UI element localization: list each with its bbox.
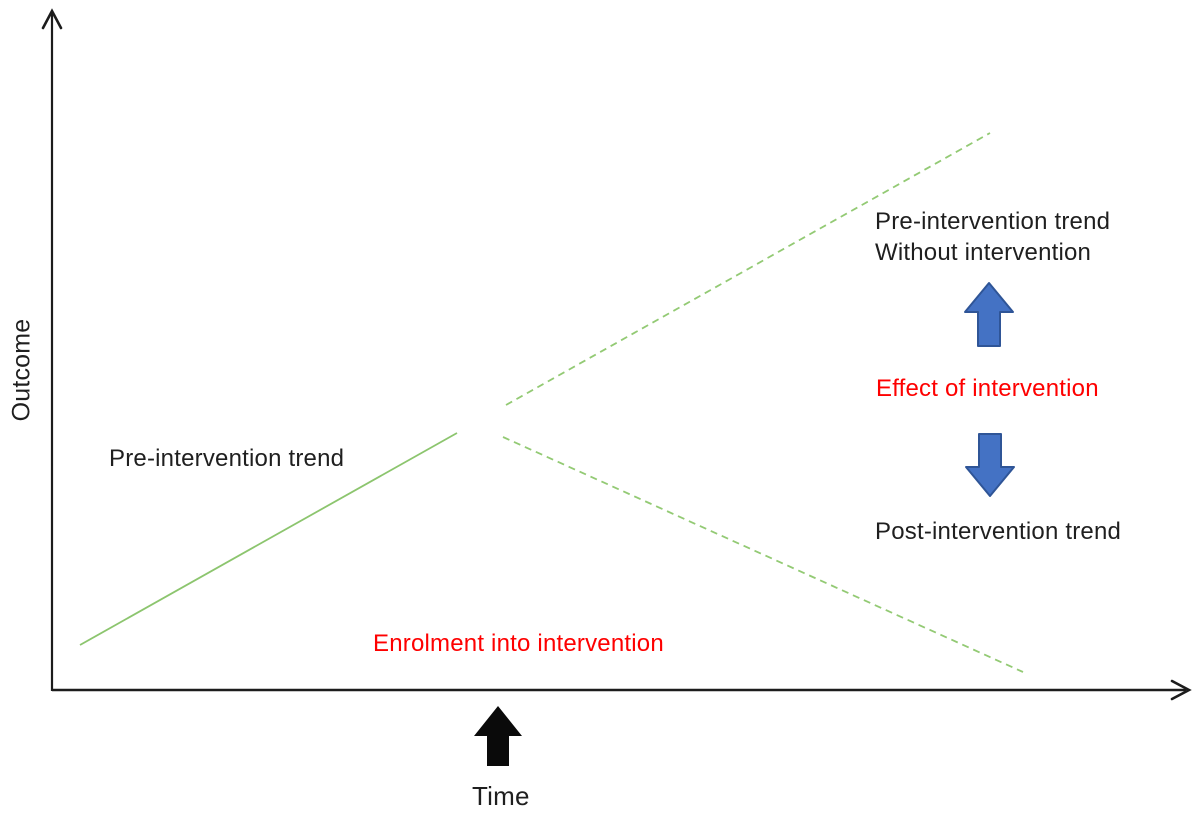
effect-up-arrow-icon [964,282,1014,347]
pre-intervention-trend-line [79,432,458,646]
x-axis-label: Time [472,781,530,811]
counterfactual-label-line2: Without intervention [875,239,1092,266]
counterfactual-label: Pre-intervention trend Without intervent… [875,206,1110,268]
enrolment-arrow-icon [474,706,522,766]
x-axis-arrowhead-icon [1170,679,1192,701]
y-axis-label: Outcome [7,318,36,422]
enrolment-label: Enrolment into intervention [373,630,664,657]
counterfactual-label-line1: Pre-intervention trend [875,208,1111,235]
post-intervention-trend-label: Post-intervention trend [875,518,1122,545]
pre-intervention-trend-label: Pre-intervention trend [109,445,345,472]
counterfactual-trend-line [505,132,991,406]
y-axis-arrowhead-icon [41,8,63,30]
effect-down-arrow-icon [965,433,1015,497]
effect-of-intervention-label: Effect of intervention [876,375,1099,402]
